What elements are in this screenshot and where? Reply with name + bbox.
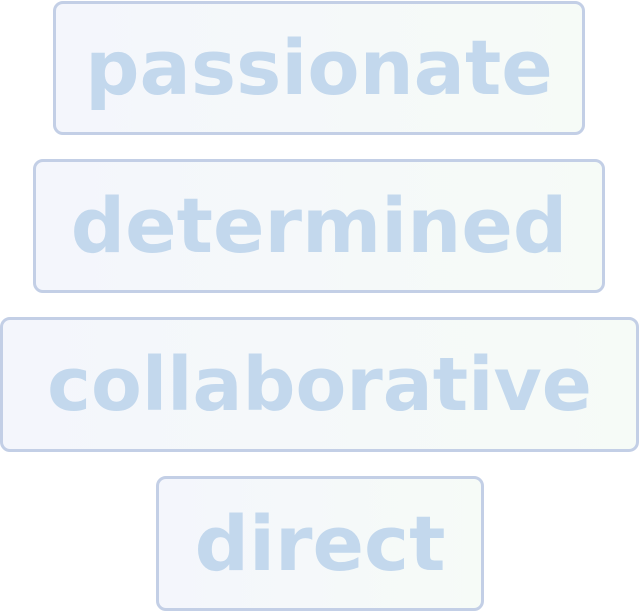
trait-label: passionate [85, 23, 553, 112]
trait-chip-collaborative: collaborative [0, 317, 639, 452]
trait-chip-passionate: passionate [53, 1, 585, 135]
trait-chip-direct: direct [156, 476, 484, 611]
trait-label: direct [194, 498, 446, 588]
trait-label: determined [70, 181, 568, 270]
trait-chip-determined: determined [33, 159, 605, 293]
trait-label: collaborative [47, 341, 592, 428]
